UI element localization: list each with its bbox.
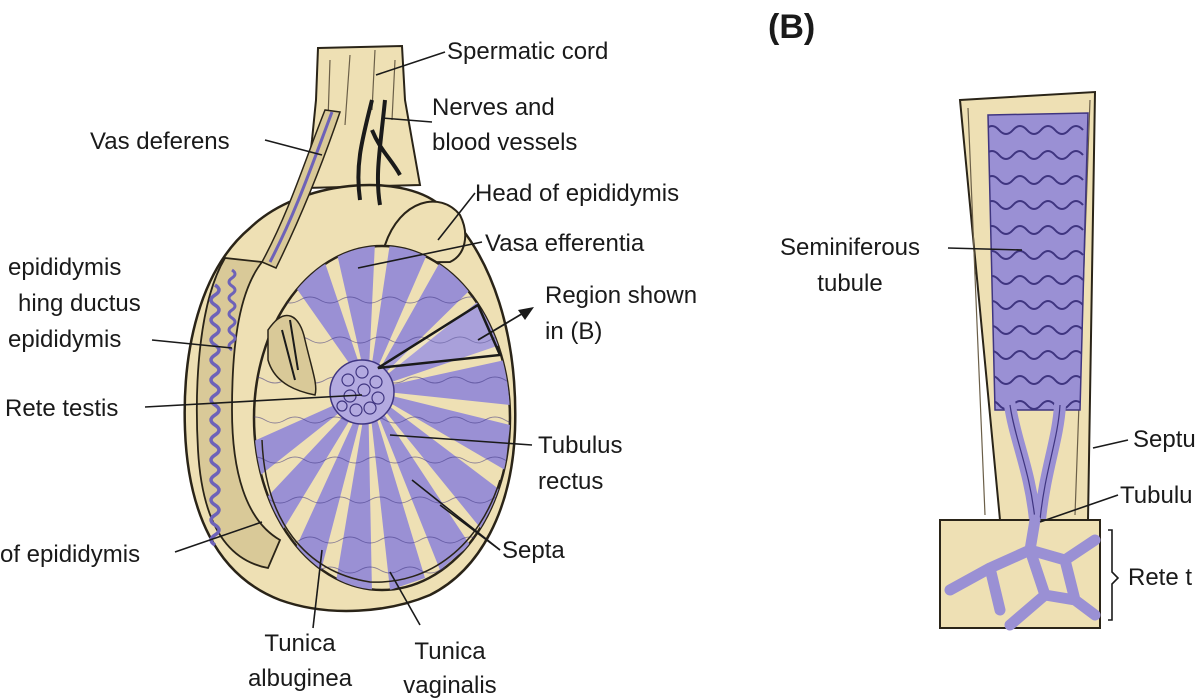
label-tunica-albuginea-1: Tunica xyxy=(264,630,336,657)
label-septa: Septa xyxy=(502,537,565,564)
rete-testis xyxy=(329,359,395,425)
lobule xyxy=(254,390,368,485)
lobule xyxy=(288,390,368,582)
label-body-epididymis-3: epididymis xyxy=(8,326,122,353)
label-tubulus: Tubulu xyxy=(1120,482,1193,509)
label-vasa-efferentia: Vasa efferentia xyxy=(485,230,645,257)
label-body-epididymis-2: hing ductus xyxy=(18,290,141,317)
panel-b-label: (B) xyxy=(768,8,816,46)
lobule xyxy=(335,246,375,390)
label-vas-deferens: Vas deferens xyxy=(90,128,230,155)
lobule xyxy=(368,390,500,530)
label-region-shown-1: Region shown xyxy=(545,282,698,309)
label-rete-testis: Rete testis xyxy=(5,395,119,422)
leader-lines xyxy=(144,51,533,629)
lobule xyxy=(368,246,428,390)
vas-deferens-lumen xyxy=(268,111,334,263)
label-nerves-vessels-1: Nerves and xyxy=(432,94,555,121)
lobule xyxy=(368,390,425,590)
region-arrow xyxy=(477,311,526,341)
label-spermatic-cord: Spermatic cord xyxy=(447,38,609,65)
label-head-epididymis: Head of epididymis xyxy=(475,180,680,207)
label-tubulus-rectus-1: Tubulus xyxy=(538,432,623,459)
label-body-epididymis-1: epididymis xyxy=(8,254,122,281)
label-region-shown-2: in (B) xyxy=(545,318,603,345)
label-seminiferous-tubule-1: Seminiferous xyxy=(779,234,921,261)
lobule xyxy=(368,390,510,470)
region-shown-wedge xyxy=(377,303,502,370)
tunica-albuginea-line xyxy=(261,439,501,583)
blood-vessels xyxy=(356,99,402,206)
label-tubulus-rectus-2: rectus xyxy=(538,468,604,495)
label-nerves-vessels-2: blood vessels xyxy=(432,129,578,156)
epididymis-coil-2 xyxy=(227,268,237,352)
label-tunica-vaginalis-2: vaginalis xyxy=(403,672,497,699)
spermatic-cord xyxy=(304,44,422,190)
label-tail-epididymis: of epididymis xyxy=(0,541,141,568)
rete-network-b xyxy=(944,514,1101,631)
label-seminiferous-tubule-2: tubule xyxy=(817,270,883,297)
cord-fibers xyxy=(327,49,396,126)
lobule xyxy=(255,390,368,548)
label-tunica-albuginea-2: albuginea xyxy=(247,665,353,692)
label-septum: Septu xyxy=(1133,426,1196,453)
mediastinum-fold xyxy=(267,314,317,396)
lobule xyxy=(368,300,500,390)
label-tunica-vaginalis-1: Tunica xyxy=(414,638,486,665)
label-rete: Rete t xyxy=(1128,564,1193,591)
vas-deferens xyxy=(260,109,342,269)
epididymis-coil xyxy=(209,283,221,547)
seminiferous-mass xyxy=(987,112,1089,411)
